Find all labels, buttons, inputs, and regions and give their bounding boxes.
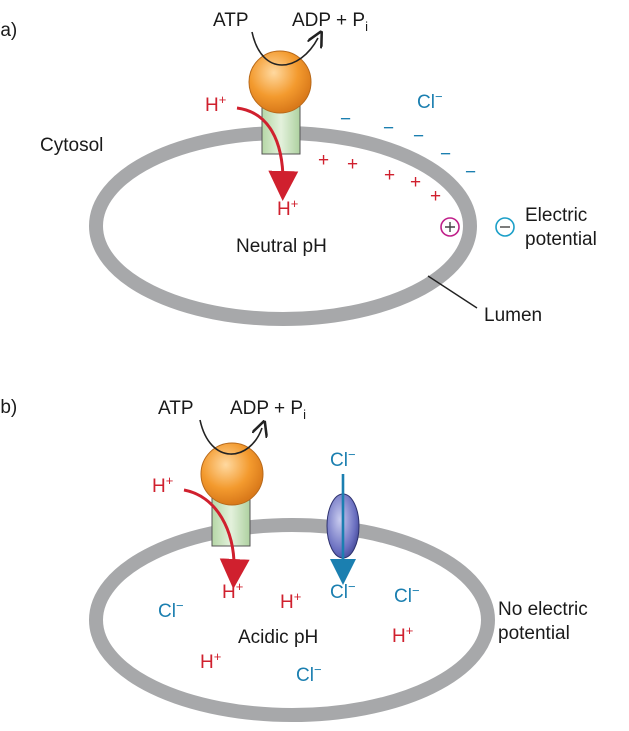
pump-head-a: [248, 50, 312, 114]
adp-label-a: ADP + P: [292, 10, 365, 31]
electric-label-1: Electric: [525, 205, 587, 226]
chloride-out-b: Cl−: [330, 447, 356, 471]
proton-in-b-2: H+: [280, 589, 301, 613]
minus-signs-a: − − − − −: [340, 109, 476, 183]
proton-out-a: H+: [205, 92, 226, 116]
no-electric-label-1: No electric: [498, 599, 588, 620]
minus-sign: −: [383, 118, 394, 139]
plus-sign: +: [318, 150, 329, 171]
proton-arrow-b: [183, 488, 250, 589]
adp-sub-b: i: [303, 407, 306, 422]
plus-signs-a: + + + + +: [318, 150, 441, 207]
atp-hydrolysis-arrow-a: [251, 32, 318, 66]
atp-label-b: ATP: [158, 398, 194, 419]
chloride-in-b-1: Cl−: [330, 579, 356, 603]
proton-in-b-4: H+: [200, 649, 221, 673]
neutral-ph-label: Neutral pH: [236, 236, 327, 257]
lumen-label: Lumen: [484, 305, 542, 326]
adp-sub-a: i: [365, 19, 368, 34]
atp-hydrolysis-arrow-b: [199, 420, 262, 455]
proton-arrow-a: [236, 106, 299, 201]
minus-sign: −: [465, 162, 476, 183]
no-electric-label-2: potential: [498, 623, 570, 644]
plus-sign: +: [410, 172, 421, 193]
panel-b: (b) ATP ADP + Pi H+ Cl− H+ H+ Cl− Cl− Cl…: [0, 397, 588, 722]
panel-a: (a) ATP ADP + Pi H+ H+ Cl− − − − − − + +…: [0, 10, 597, 326]
plus-sign: +: [430, 186, 441, 207]
minus-sign: −: [440, 144, 451, 165]
chloride-in-b-3: Cl−: [158, 598, 184, 622]
lumen-leader-line: [427, 275, 478, 309]
adp-label-b: ADP + P: [230, 398, 303, 419]
proton-in-b-1: H+: [222, 579, 243, 603]
chloride-in-b-2: Cl−: [394, 583, 420, 607]
proton-in-b-3: H+: [392, 623, 413, 647]
plus-sign: +: [347, 154, 358, 175]
minus-circle-icon: [495, 217, 515, 237]
minus-sign: −: [340, 109, 351, 130]
plus-sign: +: [384, 165, 395, 186]
electric-label-2: potential: [525, 229, 597, 250]
chloride-in-b-4: Cl−: [296, 662, 322, 686]
acidic-ph-label: Acidic pH: [238, 627, 318, 648]
cytosol-label: Cytosol: [40, 135, 103, 156]
chloride-label-a: Cl−: [417, 89, 443, 113]
panel-b-label: (b): [0, 397, 17, 418]
minus-sign: −: [413, 126, 424, 147]
plus-circle-icon: [440, 217, 460, 237]
svg-text:ADP + Pi: ADP + Pi: [230, 398, 306, 422]
proton-in-a: H+: [277, 196, 298, 220]
pump-head-b: [200, 442, 264, 506]
vesicle-membrane-b: [89, 518, 495, 722]
proton-out-b: H+: [152, 473, 173, 497]
panel-a-label: (a): [0, 20, 17, 41]
svg-text:ADP + Pi: ADP + Pi: [292, 10, 368, 34]
atp-label-a: ATP: [213, 10, 249, 31]
